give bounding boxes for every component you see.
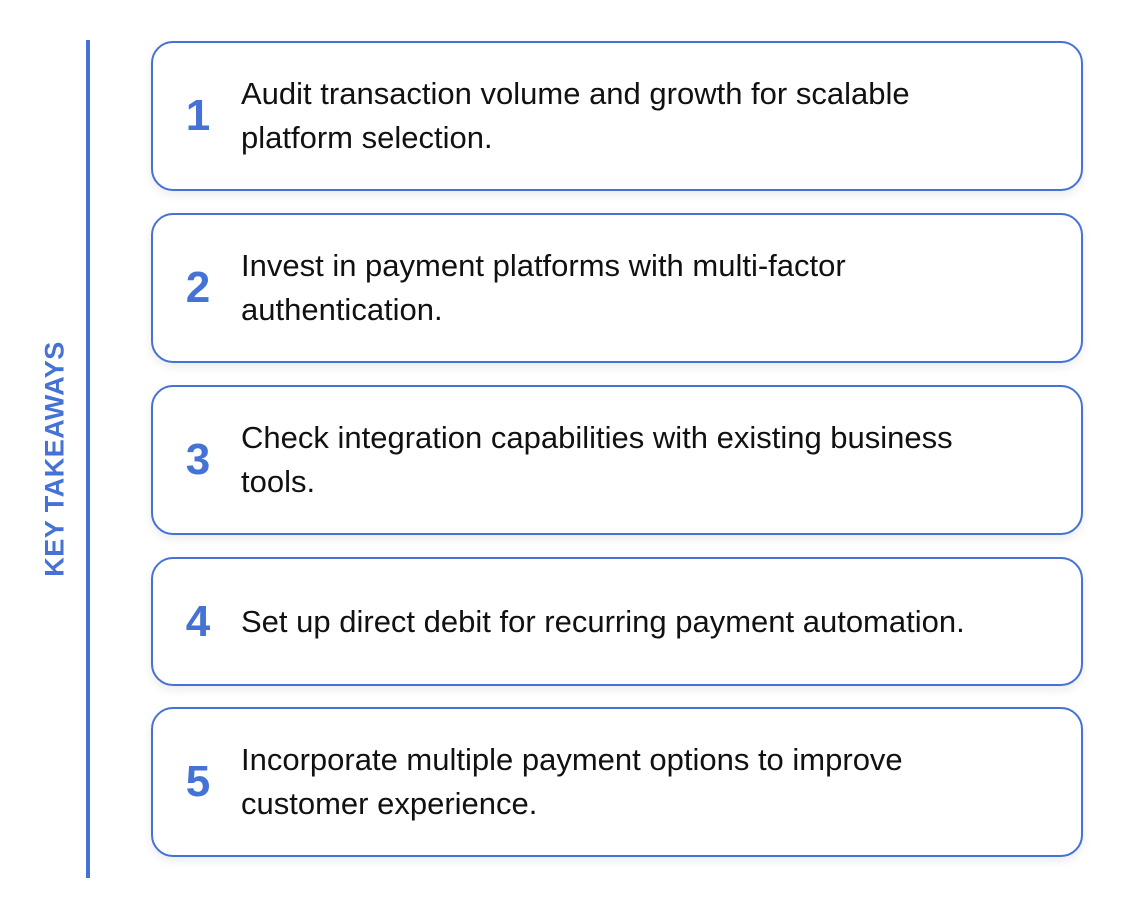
takeaway-number: 3 bbox=[185, 435, 211, 484]
takeaway-text: Set up direct debit for recurring paymen… bbox=[241, 603, 965, 639]
takeaway-number: 1 bbox=[185, 91, 211, 140]
vertical-divider-line bbox=[86, 40, 90, 878]
takeaway-card-2: 2 Invest in payment platforms with multi… bbox=[151, 213, 1083, 363]
takeaway-text: Audit transaction volume and growth for … bbox=[241, 76, 910, 155]
takeaway-card-5: 5 Incorporate multiple payment options t… bbox=[151, 707, 1083, 857]
takeaway-number: 2 bbox=[185, 263, 211, 312]
takeaway-number: 5 bbox=[185, 757, 211, 806]
takeaway-number: 4 bbox=[185, 596, 211, 646]
takeaway-text: Check integration capabilities with exis… bbox=[241, 420, 953, 499]
key-takeaways-title: KEY TAKEAWAYS bbox=[39, 341, 70, 577]
takeaway-text: Invest in payment platforms with multi-f… bbox=[241, 248, 846, 327]
takeaway-card-4: 4 Set up direct debit for recurring paym… bbox=[151, 557, 1083, 686]
takeaway-card-1: 1 Audit transaction volume and growth fo… bbox=[151, 41, 1083, 191]
takeaway-card-3: 3 Check integration capabilities with ex… bbox=[151, 385, 1083, 535]
takeaway-text: Incorporate multiple payment options to … bbox=[241, 742, 903, 821]
